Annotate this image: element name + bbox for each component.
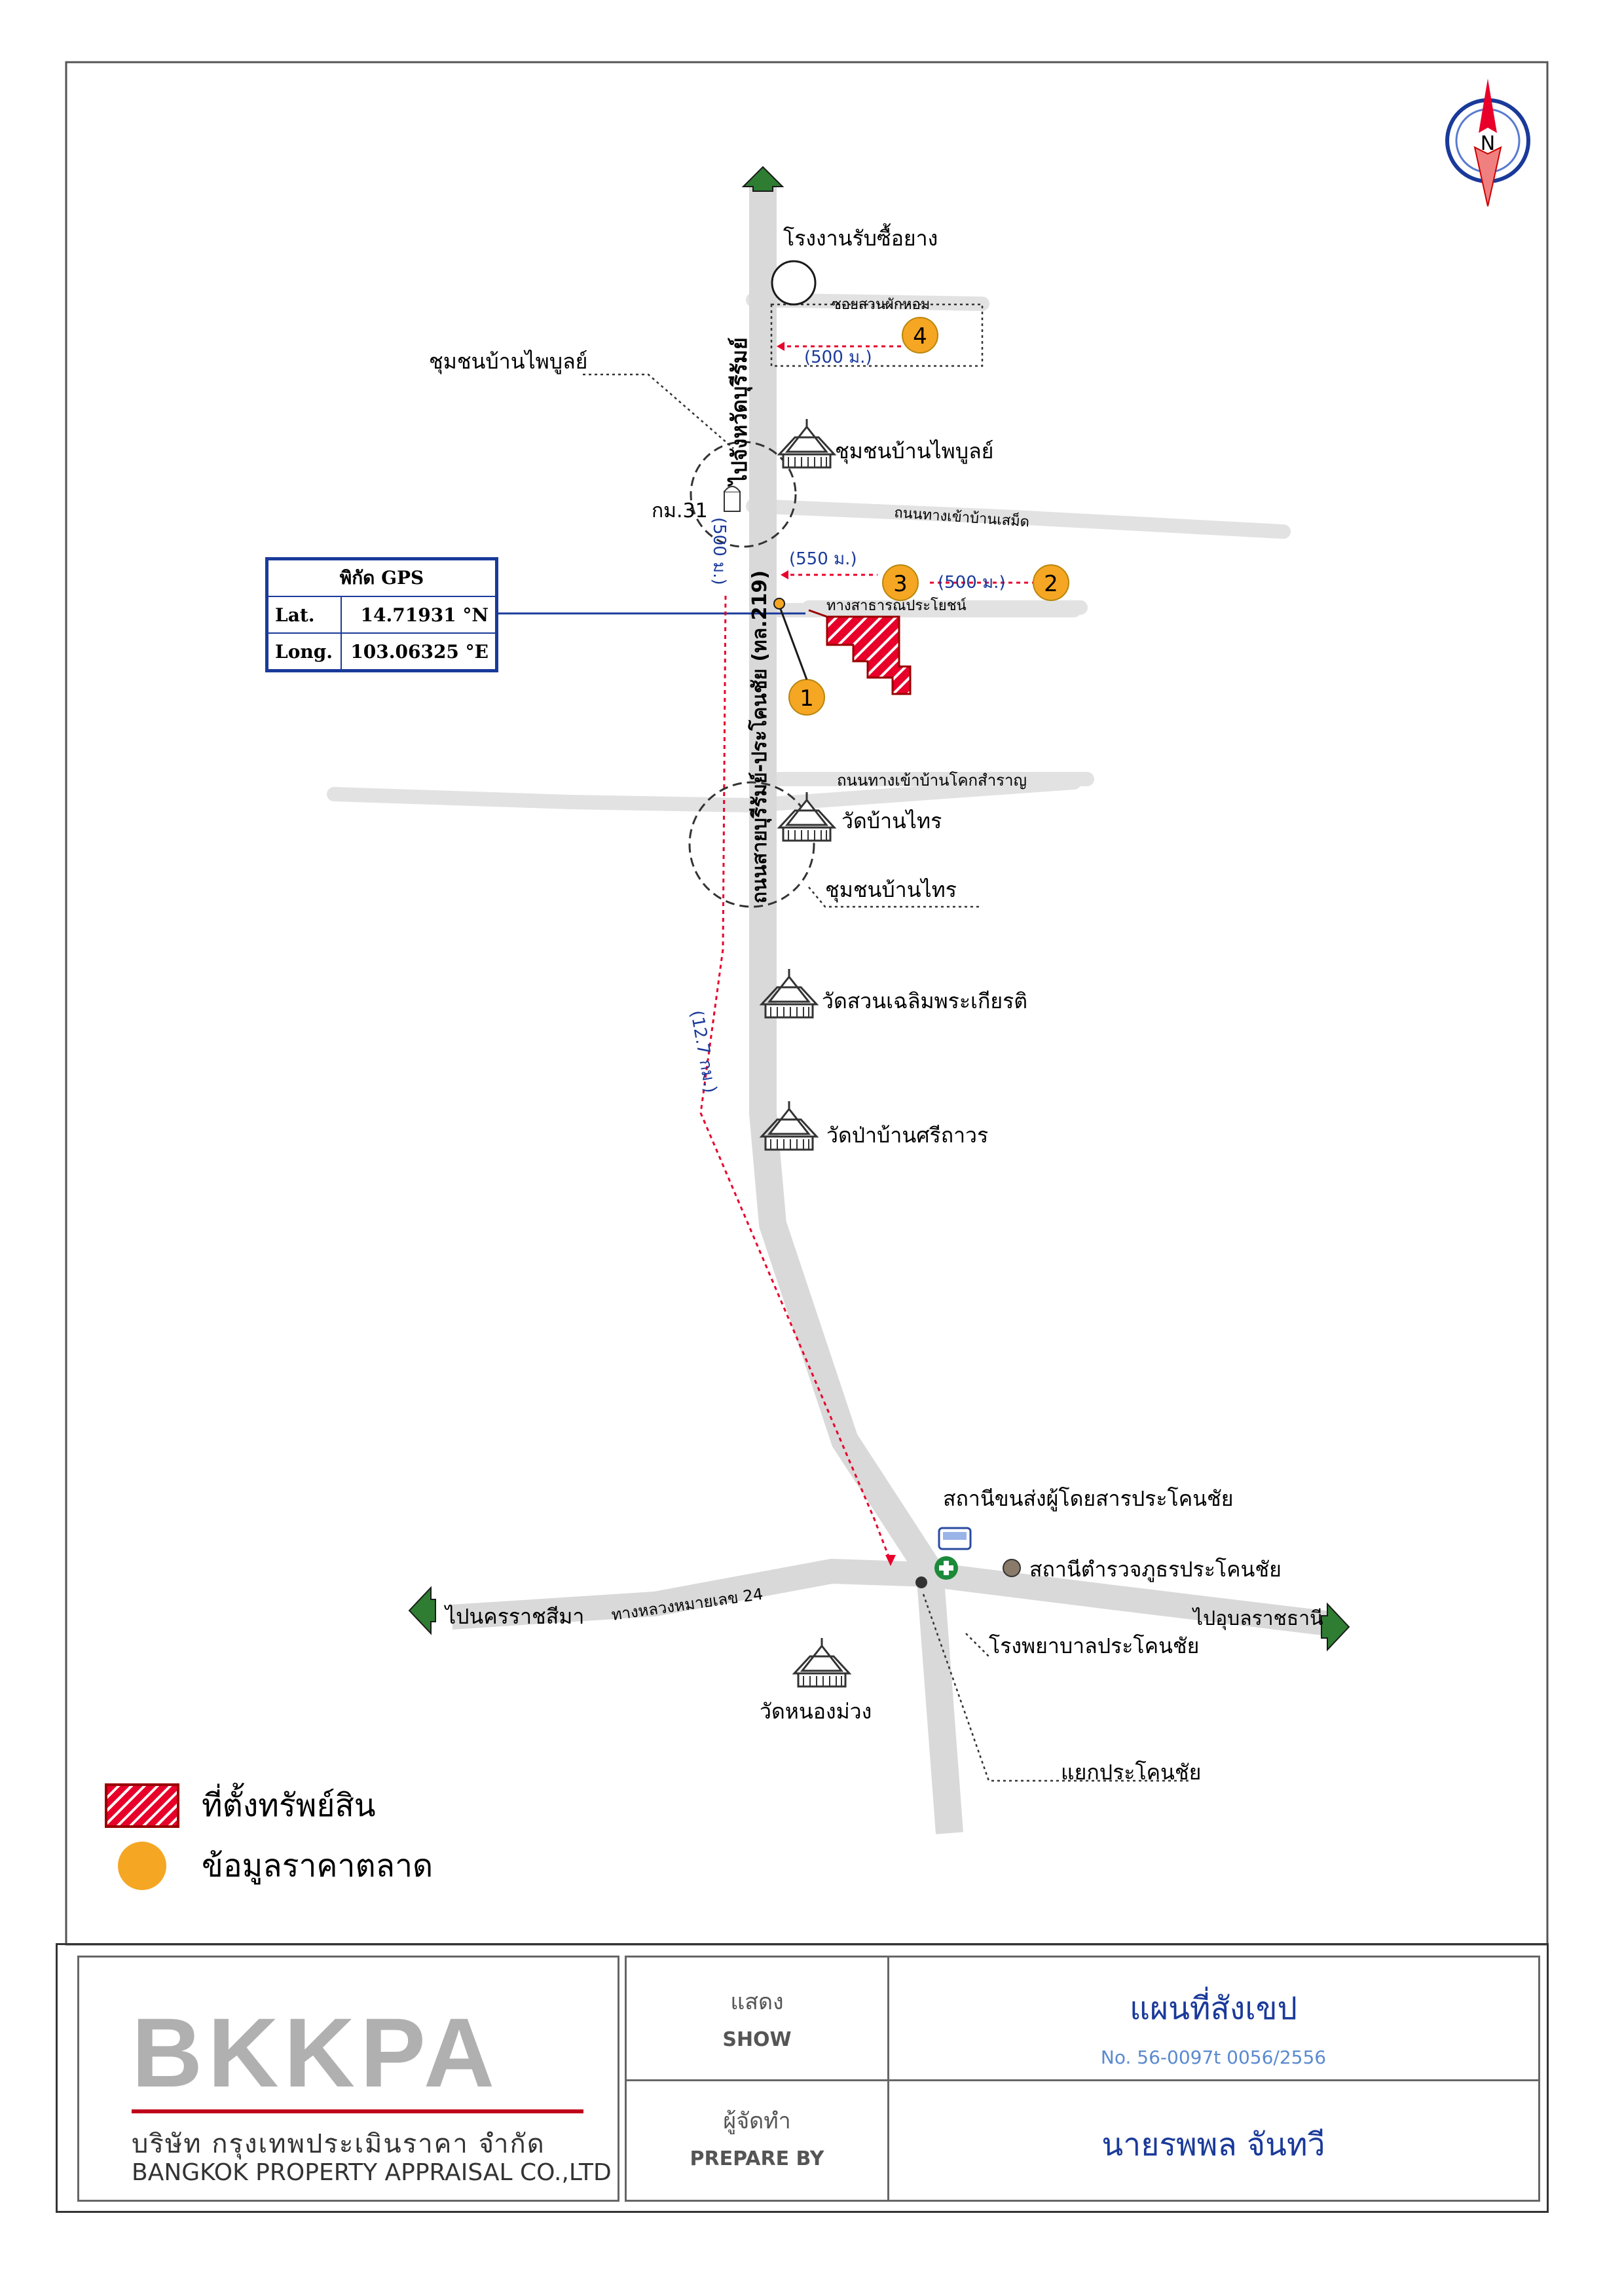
- logo-underline: [132, 2109, 583, 2113]
- prepare-label-th: ผู้จัดทำ: [723, 2108, 791, 2134]
- arrow-to-ubon: [1321, 1602, 1350, 1652]
- police-station-icon: [1003, 1559, 1021, 1577]
- gps-long-label: Long.: [267, 632, 342, 670]
- gps-title: พิกัด GPS: [267, 559, 496, 597]
- label-to-buriram: ไปจังหวัดบุรีรัมย์: [727, 337, 753, 486]
- legend-property-label: ที่ตั้งทรัพย์สิน: [202, 1787, 376, 1824]
- community-circle-phaibun: [690, 441, 797, 548]
- show-label-th: แสดง: [730, 1989, 784, 2015]
- label-public-road: ทางสาธารณประโยชน์: [826, 597, 967, 614]
- show-label-en: SHOW: [722, 2028, 792, 2051]
- info-box: แสดง SHOW แผนที่สังเขป No. 56-0097t 0056…: [625, 1956, 1540, 2202]
- document-number: No. 56-0097t 0056/2556: [1100, 2047, 1327, 2068]
- legend-property: ที่ตั้งทรัพย์สิน: [105, 1781, 376, 1831]
- preparer-name: นายรพพล จันทวี: [1101, 2126, 1325, 2163]
- svg-text:N: N: [1481, 132, 1495, 155]
- gps-lat-label: Lat.: [267, 596, 342, 634]
- market-dot-icon: [118, 1842, 166, 1890]
- property-swatch-icon: [105, 1783, 179, 1828]
- label-to-nakhon-ratchasima: ไปนครราชสีมา: [443, 1604, 584, 1629]
- label-km-marker: กม.31: [652, 500, 708, 522]
- label-wat-ban-sai: วัดบ้านไทร: [841, 809, 942, 833]
- rubber-factory-marker: [771, 260, 817, 306]
- arrow-to-buriram: [741, 166, 784, 192]
- market-point-2: 2: [1033, 564, 1069, 601]
- north-arrow-icon: N: [1445, 79, 1530, 207]
- market-point-1: 1: [773, 598, 825, 716]
- temple-icon-nong-muang: [793, 1637, 851, 1688]
- document-title: แผนที่สังเขป: [1130, 1990, 1297, 2027]
- svg-text:4: 4: [913, 323, 927, 350]
- label-soi: ซอยสวนผักหอม: [832, 297, 930, 313]
- company-name-th: บริษัท กรุงเทพประเมินราคา จำกัด: [132, 2129, 545, 2159]
- label-hospital: โรงพยาบาลประโคนชัย: [989, 1633, 1199, 1658]
- temple-icon-phaibun: [778, 418, 836, 469]
- distance-to-4: (500 ม.): [804, 348, 872, 367]
- gps-long-value: 103.06325 °E: [340, 632, 497, 670]
- label-wat-suan-chaloem: วัดสวนเฉลิมพระเกียรติ: [822, 989, 1027, 1013]
- map-labels: โรงงานรับซื้อยาง ไปจังหวัดบุรีรัมย์ ซอยส…: [429, 223, 1323, 1785]
- label-wat-nong-muang: วัดหนองม่วง: [760, 1699, 872, 1724]
- label-rubber-factory: โรงงานรับซื้อยาง: [783, 223, 938, 251]
- company-name-en: BANGKOK PROPERTY APPRAISAL CO.,LTD: [132, 2159, 612, 2186]
- secondary-roads: [327, 293, 1291, 813]
- label-road-ban-khok: ถนนทางเข้าบ้านโคกสำราญ: [837, 771, 1027, 790]
- main-road-219: [749, 183, 963, 1834]
- label-wat-pa-ban-si: วัดป่าบ้านศรีถาวร: [826, 1123, 988, 1148]
- prepare-label-en: PREPARE BY: [690, 2147, 824, 2170]
- junction-marker: [915, 1576, 927, 1588]
- gps-coordinates-table: พิกัด GPS Lat. 14.71931 °N Long. 103.063…: [265, 557, 498, 672]
- label-community-phaibun-callout: ชุมชนบ้านไพบูลย์: [429, 349, 587, 374]
- distance-lines: [699, 345, 1041, 1562]
- label-prakhon-chai-junction: แยกประโคนชัย: [1061, 1760, 1201, 1785]
- market-point-3: 3: [882, 564, 919, 601]
- highway-24: [451, 1558, 1331, 1636]
- distance-main: (500 ม.): [709, 517, 729, 585]
- gps-lat-value: 14.71931 °N: [340, 596, 497, 634]
- community-circle-ban-sai: [688, 781, 815, 908]
- svg-text:1: 1: [800, 685, 814, 712]
- svg-text:2: 2: [1044, 571, 1058, 597]
- hospital-icon: [934, 1556, 958, 1580]
- arrowheads: [777, 342, 896, 1566]
- distance-to-3: (550 ม.): [789, 549, 857, 569]
- legend-market-label: ข้อมูลราคาตลาด: [202, 1848, 434, 1884]
- km-marker-icon: [724, 486, 741, 512]
- company-logo: BKKPA: [132, 1997, 500, 2107]
- label-bus-station: สถานีขนส่งผู้โดยสารประโคนชัย: [943, 1486, 1233, 1512]
- legend-market: ข้อมูลราคาตลาด: [105, 1841, 433, 1891]
- property-parcel: [826, 615, 912, 695]
- title-block: BKKPA บริษัท กรุงเทพประเมินราคา จำกัด BA…: [56, 1943, 1549, 2213]
- label-community-phaibun: ชุมชนบ้านไพบูลย์: [835, 439, 993, 464]
- label-to-ubon: ไปอุบลราชธานี: [1192, 1607, 1323, 1631]
- label-community-ban-sai: ชุมชนบ้านไทร: [825, 877, 957, 903]
- label-police-station: สถานีตำรวจภูธรประโคนชัย: [1029, 1557, 1282, 1582]
- arrow-to-nakhon-ratchasima: [408, 1586, 436, 1635]
- label-main-road: ถนนสายบุรีรัมย์-ประโคนชัย (ทล.219): [747, 570, 772, 903]
- svg-text:3: 3: [893, 571, 908, 597]
- distance-total: (12.7 กม.): [686, 1009, 720, 1095]
- label-road-ban-samet: ถนนทางเข้าบ้านเสม็ด: [894, 503, 1030, 530]
- company-logo-box: BKKPA บริษัท กรุงเทพประเมินราคา จำกัด BA…: [77, 1956, 619, 2202]
- callout-lines: [583, 303, 1192, 1782]
- distance-3-to-2: (500 ม.): [938, 573, 1006, 592]
- market-point-4: 4: [902, 317, 938, 354]
- bus-station-icon: [938, 1527, 972, 1550]
